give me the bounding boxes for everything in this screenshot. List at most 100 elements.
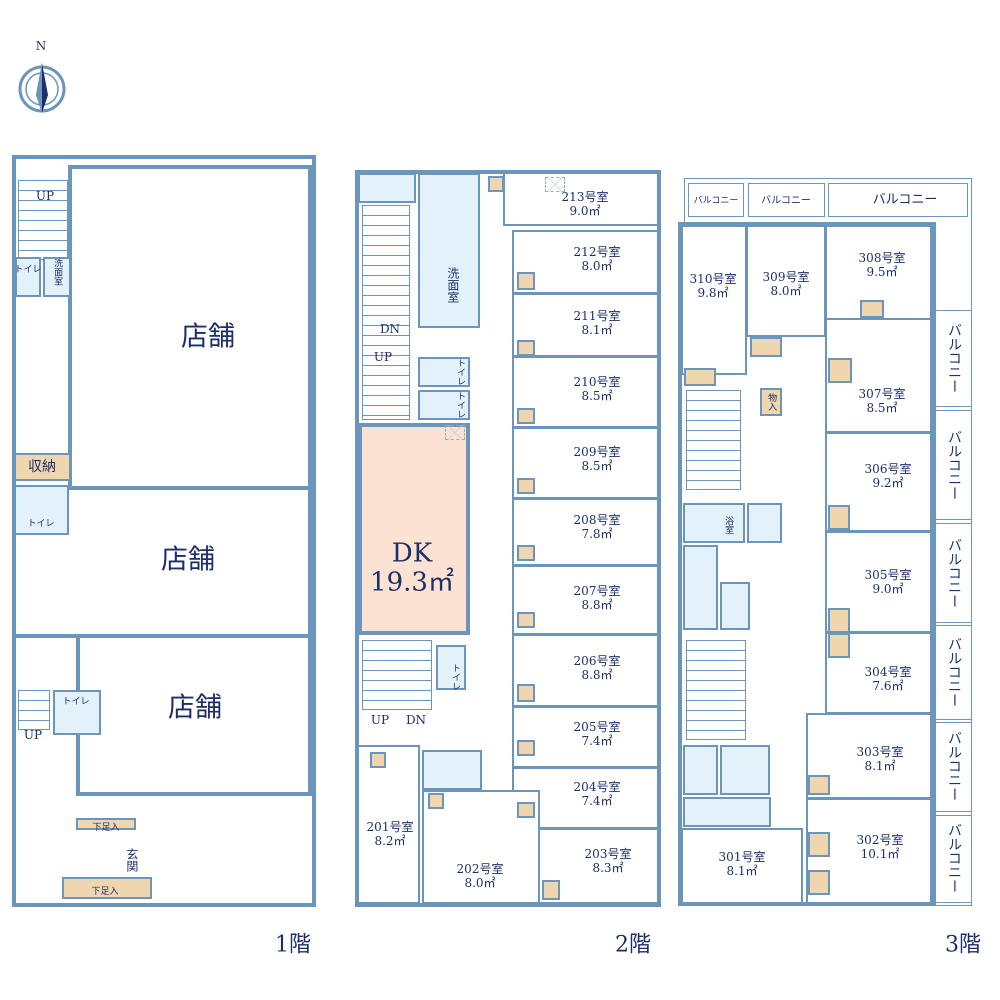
utility	[747, 503, 782, 543]
closet	[517, 612, 535, 628]
balcony	[748, 183, 825, 217]
bathroom	[683, 503, 745, 543]
closet	[808, 832, 830, 857]
balcony-label: バルコニー	[761, 195, 811, 207]
shoe-cabinet-label: 下足入	[91, 886, 119, 897]
room-301	[681, 828, 803, 904]
storage	[14, 453, 71, 481]
closet	[517, 408, 535, 424]
closet	[428, 793, 444, 809]
closet	[488, 176, 504, 192]
shoe-cabinet-label: 下足入	[92, 822, 120, 833]
toilet-room	[683, 745, 718, 795]
ventilation-mark	[545, 177, 565, 192]
closet	[808, 775, 830, 795]
toilet-label: トイレ	[455, 391, 466, 419]
closet	[517, 340, 535, 356]
dk-room	[358, 423, 470, 635]
floor-label: 2階	[615, 932, 651, 958]
stair-dn-label: DN	[379, 322, 401, 337]
closet	[370, 752, 386, 768]
toilet-label: トイレ	[450, 663, 461, 691]
closet	[542, 880, 560, 900]
utility	[720, 745, 770, 795]
store-1	[68, 165, 312, 491]
room-213	[503, 172, 659, 226]
balcony	[688, 183, 744, 217]
washroom-label: 洗面室	[445, 267, 460, 303]
room-210	[512, 356, 659, 428]
utility	[683, 797, 771, 827]
room-206	[512, 634, 659, 707]
stairs	[362, 640, 432, 710]
shoe-cabinet	[76, 818, 136, 830]
toilet-label: トイレ	[14, 264, 42, 275]
entrance-label: 玄関	[124, 848, 139, 872]
washroom	[418, 173, 480, 328]
store-label: 店舗	[168, 692, 222, 724]
balcony-label: バルコニー	[872, 192, 938, 208]
balcony	[935, 523, 972, 623]
shoe-cabinet	[62, 877, 152, 899]
washroom	[43, 257, 71, 297]
balcony-label: バルコニー	[946, 731, 963, 801]
room-310	[681, 225, 747, 375]
ventilation-mark	[445, 425, 465, 440]
balcony	[935, 410, 972, 520]
closet	[760, 388, 782, 416]
balcony-label: バルコニー	[946, 823, 963, 893]
room-309	[746, 225, 826, 337]
toilet-room	[53, 690, 101, 735]
toilet-room	[436, 645, 466, 690]
north-compass-icon	[14, 55, 70, 115]
closet	[684, 368, 716, 386]
stair-dn-label: DN	[405, 713, 427, 728]
stairs	[18, 690, 50, 730]
store-label: 店舗	[161, 544, 215, 576]
closet	[517, 684, 535, 702]
store-3	[76, 634, 312, 796]
stair-up-label: UP	[35, 189, 55, 204]
room-207	[512, 565, 659, 635]
closet	[828, 358, 852, 383]
utility	[683, 545, 718, 630]
stairs	[686, 390, 741, 490]
balcony-label: バルコニー	[946, 323, 963, 393]
utility	[358, 173, 416, 203]
closet	[828, 505, 850, 530]
stair-up-label: UP	[373, 350, 393, 365]
balcony	[935, 625, 972, 720]
floor-label: 3階	[945, 932, 981, 958]
toilet-room	[720, 582, 750, 630]
room-201	[357, 745, 420, 904]
balcony-label: バルコニー	[946, 637, 963, 707]
closet-label: 物入	[766, 393, 777, 411]
washroom-label: 洗面室	[52, 258, 63, 286]
store-label: 店舗	[181, 321, 235, 353]
toilet-room	[418, 357, 470, 387]
storage-label: 収納	[28, 458, 56, 475]
toilet-room	[14, 485, 69, 535]
stair-up-label: UP	[23, 728, 43, 743]
